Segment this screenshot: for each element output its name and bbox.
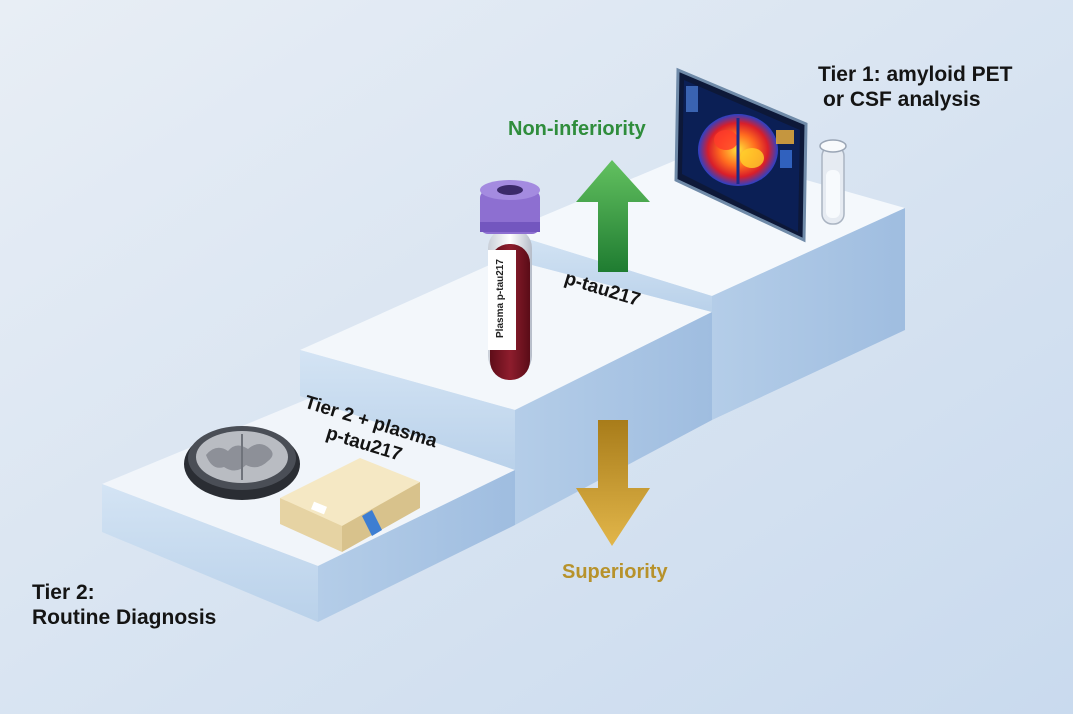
blood-tube-icon [480,180,540,380]
superiority-label: Superiority [562,561,668,583]
tier2-title-line1: Tier 2: [32,581,95,604]
tier1-title-line1: Tier 1: amyloid PET [818,63,1013,86]
non-inferiority-label: Non-inferiority [508,118,646,140]
tier1-title-line2: or CSF analysis [823,88,981,112]
step-tier2 [102,398,515,622]
superiority-arrow [576,420,650,546]
tier1-title: Tier 1: amyloid PET or CSF analysis [818,62,1013,112]
brain-mri-icon [184,426,300,500]
tier2-title-line2: Routine Diagnosis [32,606,217,630]
patient-folder-icon [280,458,420,552]
csf-tube-icon [819,139,847,225]
tier2-title: Tier 2: Routine Diagnosis [32,580,216,630]
pet-scan-monitor-icon [674,67,808,243]
tube-label: Plasma p-tau217 [495,259,506,338]
non-inferiority-arrow [576,160,650,272]
